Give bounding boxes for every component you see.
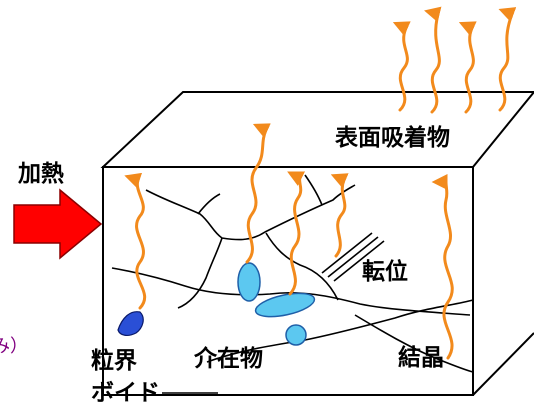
inclusion-2 (254, 292, 316, 318)
gas-arrow-inclusion (287, 171, 305, 296)
grain-boundary-label: 粒界 (91, 347, 137, 374)
gas-arrow-grain (245, 123, 271, 264)
void-label: ボイド (91, 380, 160, 406)
inclusion-label: 介在物 (193, 345, 263, 372)
dislocation-label: 転位 (362, 258, 408, 285)
box-top-face (100, 91, 534, 168)
heating-label: 加熱 (17, 161, 64, 187)
inclusion-1 (237, 262, 261, 302)
grain-boundary-lines (111, 174, 474, 373)
outgas-arrows (124, 6, 517, 360)
gas-arrow-void (124, 172, 147, 310)
gas-arrow-middle (330, 173, 349, 258)
surface-adsorbate-label: 表面吸着物 (335, 124, 450, 151)
dislocation-lines (321, 232, 385, 282)
crystal-label: 結晶 (398, 344, 444, 371)
gas-arrow-surface-3 (458, 21, 477, 114)
void-shape (117, 311, 144, 336)
gas-arrow-surface-1 (392, 21, 411, 112)
inclusion-3 (285, 324, 307, 346)
heating-arrow (13, 188, 103, 260)
material-box (100, 91, 534, 396)
gas-arrow-surface-2 (424, 6, 442, 114)
cut-off-text: み） (0, 336, 28, 357)
gas-arrow-crystal (431, 173, 454, 360)
box-right-face (472, 332, 534, 396)
gas-arrow-surface-4 (498, 7, 517, 112)
inclusions (237, 262, 316, 346)
